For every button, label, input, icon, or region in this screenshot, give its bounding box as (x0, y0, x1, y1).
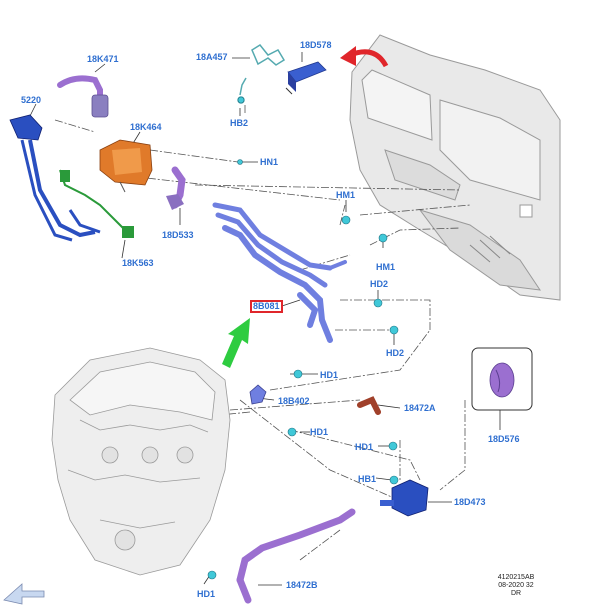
tubes-8B081 (212, 202, 347, 343)
label-HN1: HN1 (260, 157, 279, 167)
label-HD1-a: HD1 (320, 370, 339, 380)
label-HM1-lower: HM1 (376, 262, 396, 272)
reference-line-2: 08-2020 32 (498, 582, 534, 589)
label-5220: 5220 (21, 95, 42, 105)
label-18472B: 18472B (286, 580, 318, 590)
front-direction-arrow-icon (3, 583, 45, 605)
reference-line-3: DR (510, 590, 522, 597)
hose-18K471 (57, 75, 109, 118)
label-18D533: 18D533 (162, 230, 194, 240)
green-direction-arrow-icon (222, 318, 250, 368)
label-HD1-c: HD1 (355, 442, 374, 452)
reference-code: 4120215AB 08-2020 32 DR (490, 574, 542, 598)
highlighted-part-label[interactable]: 8B081 (250, 300, 283, 313)
label-18K563: 18K563 (122, 258, 154, 268)
label-18472A: 18472A (404, 403, 436, 413)
engine-block (51, 347, 231, 576)
reference-line-1: 4120215AB (497, 574, 535, 581)
label-HD2-upper: HD2 (370, 279, 389, 289)
label-18A457: 18A457 (196, 52, 228, 62)
pump-18K464 (99, 139, 153, 193)
label-HD2-lower: HD2 (386, 348, 405, 358)
label-18D578: 18D578 (300, 40, 332, 50)
hose-18D533 (166, 166, 186, 210)
module-18D578 (285, 61, 327, 95)
label-18D576: 18D576 (488, 434, 520, 444)
label-HB2: HB2 (230, 118, 249, 128)
label-HD1-b: HD1 (310, 427, 329, 437)
label-18B402: 18B402 (278, 396, 310, 406)
hose-18472B (236, 508, 356, 604)
clamps (207, 96, 399, 580)
sensor-5220 (9, 114, 101, 242)
bracket-18A457 (237, 44, 286, 104)
label-18K471: 18K471 (87, 54, 119, 64)
valve-18D473 (380, 479, 429, 517)
inset-18D576 (471, 347, 533, 411)
label-HB1: HB1 (358, 474, 377, 484)
label-HD1-d: HD1 (197, 589, 216, 599)
label-18D473: 18D473 (454, 497, 486, 507)
hose-18472A (357, 396, 381, 415)
fitting-18B402 (249, 384, 267, 405)
label-HM1-upper: HM1 (336, 190, 356, 200)
leader-lines (54, 105, 471, 561)
curved-red-arrow-icon (340, 46, 389, 68)
label-18K464: 18K464 (130, 122, 162, 132)
wire-18K563 (59, 169, 134, 238)
body-panel (349, 34, 561, 301)
